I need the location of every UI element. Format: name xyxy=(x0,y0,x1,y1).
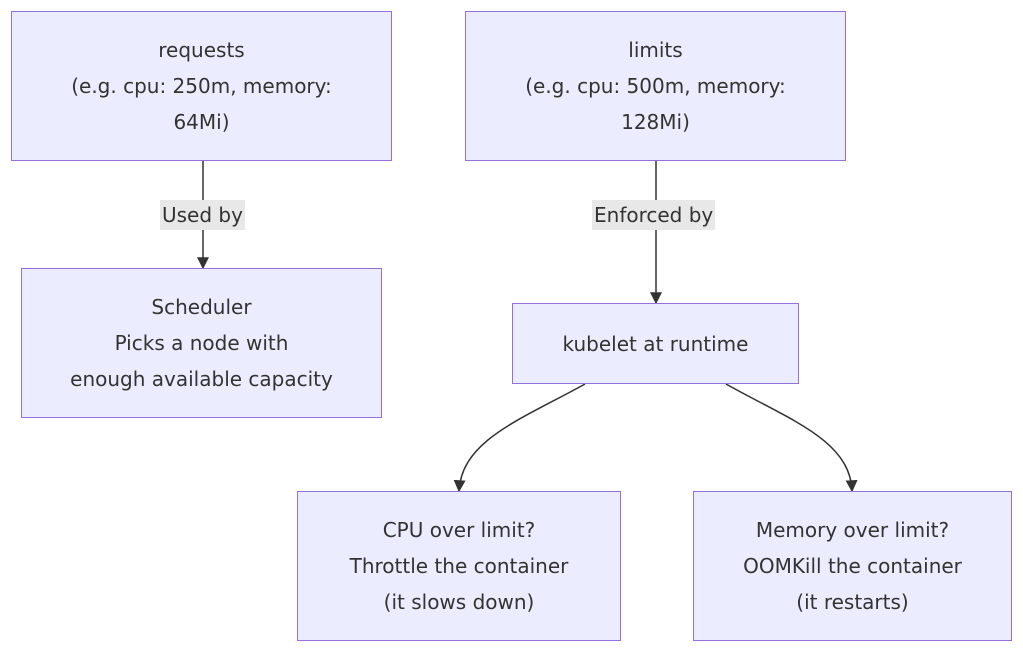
edge-kubelet-to-cpu xyxy=(453,383,586,493)
scheduler-node-line-3: enough available capacity xyxy=(70,367,333,391)
cpu-node-line-1: CPU over limit? xyxy=(382,518,536,542)
enforced-by-label: Enforced by xyxy=(592,200,716,230)
memory-over-limit-node: Memory over limit? OOMKill the container… xyxy=(693,491,1012,641)
memory-node-line-3: (it restarts) xyxy=(796,590,909,614)
scheduler-node-line-2: Picks a node with xyxy=(114,331,289,355)
requests-node-line-1: requests xyxy=(158,38,245,62)
limits-node-line-3: 128Mi) xyxy=(621,110,690,134)
cpu-node-line-3: (it slows down) xyxy=(383,590,535,614)
kubelet-node-line-1: kubelet at runtime xyxy=(562,331,749,356)
memory-node-line-2: OOMKill the container xyxy=(743,554,962,578)
scheduler-node-line-1: Scheduler xyxy=(151,295,252,319)
edge-kubelet-to-memory xyxy=(725,383,858,493)
limits-node-line-1: limits xyxy=(628,38,683,62)
requests-node: requests (e.g. cpu: 250m, memory: 64Mi) xyxy=(11,11,392,161)
requests-node-line-3: 64Mi) xyxy=(173,110,230,134)
scheduler-node: Scheduler Picks a node with enough avail… xyxy=(21,268,382,418)
memory-node-line-1: Memory over limit? xyxy=(755,518,950,542)
cpu-over-limit-node: CPU over limit? Throttle the container (… xyxy=(297,491,621,641)
used-by-label: Used by xyxy=(160,200,245,230)
limits-node: limits (e.g. cpu: 500m, memory: 128Mi) xyxy=(465,11,846,161)
requests-node-line-2: (e.g. cpu: 250m, memory: xyxy=(71,74,332,98)
kubelet-node: kubelet at runtime xyxy=(512,303,799,384)
limits-node-line-2: (e.g. cpu: 500m, memory: xyxy=(525,74,786,98)
cpu-node-line-2: Throttle the container xyxy=(349,554,569,578)
